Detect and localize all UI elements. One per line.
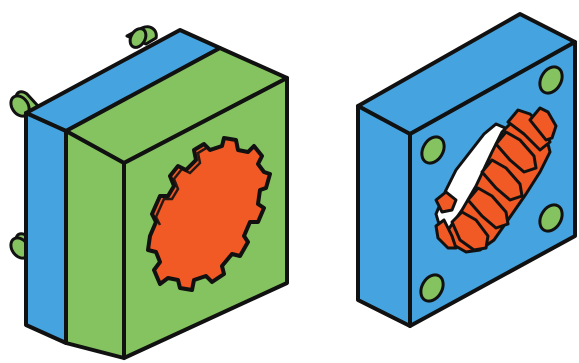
shaft-collar-5 [450, 210, 490, 252]
right-plate-side [356, 104, 412, 328]
splined-shaft [434, 106, 558, 254]
mounting-hole-bottom-left [419, 273, 445, 303]
left-assembly [9, 25, 289, 360]
mounting-hole-bottom-right [538, 203, 564, 233]
shaft-collar-2 [494, 130, 538, 174]
shaft-collar-3 [480, 158, 524, 202]
mounting-hole-top-right [538, 65, 564, 95]
shaft-tip-bottom [434, 218, 458, 250]
gear-cutout [146, 136, 272, 292]
shaft-collar-4 [466, 186, 510, 230]
shaft-tip-top [528, 106, 558, 142]
blue-plate-front [24, 111, 68, 345]
green-plate-side [64, 129, 126, 360]
right-assembly [356, 12, 577, 328]
pin-top-back [125, 25, 158, 49]
shaft-spline-tooth [434, 190, 458, 214]
mounting-hole-top-left [420, 135, 446, 165]
